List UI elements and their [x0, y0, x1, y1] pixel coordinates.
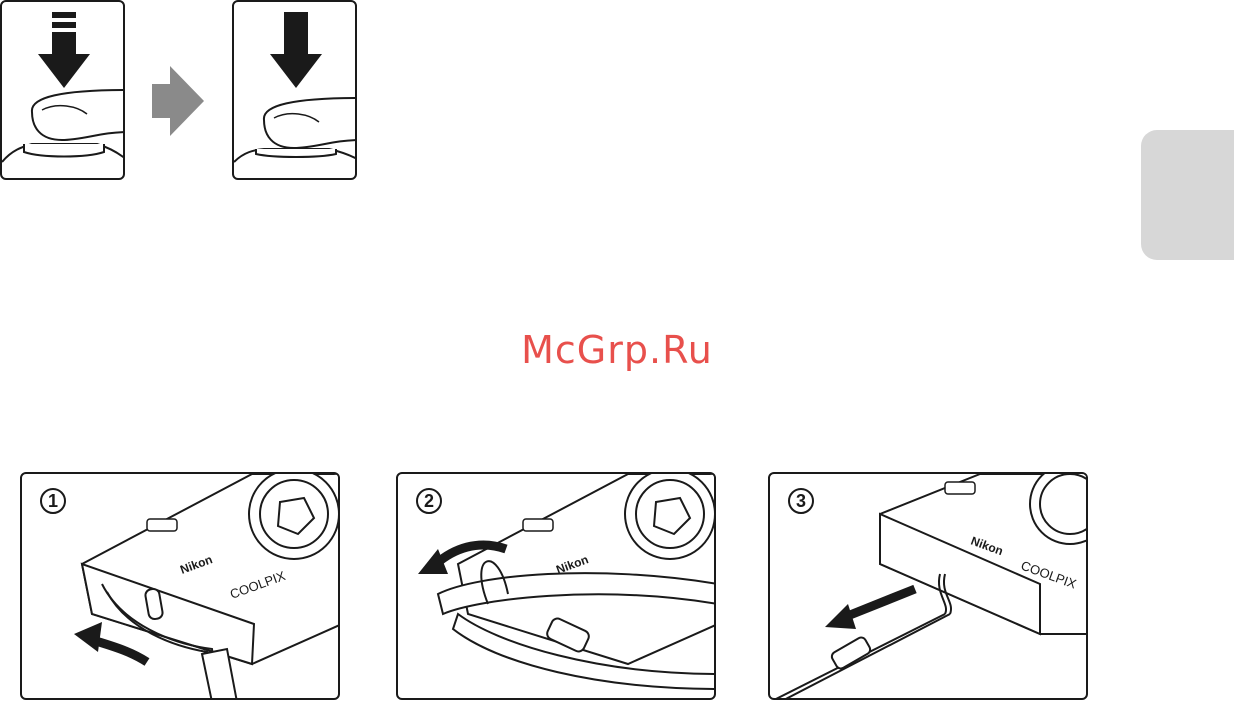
- step-number: 2: [416, 488, 442, 514]
- watermark: McGrp.Ru: [0, 328, 1234, 372]
- camera-strap-thread-icon: Nikon COOLPIX: [22, 474, 340, 700]
- section-tab: [1141, 130, 1234, 260]
- camera-strap-loop-icon: Nikon: [398, 474, 716, 700]
- step-number: 1: [40, 488, 66, 514]
- finger-press-full-icon: [234, 2, 357, 180]
- step-number: 3: [788, 488, 814, 514]
- strap-step-2-panel: 2 Nikon: [396, 472, 716, 700]
- strap-step-1-panel: 1 Nikon COOLPIX: [20, 472, 340, 700]
- right-arrow-icon: [152, 66, 204, 141]
- finger-press-half-icon: [2, 2, 125, 180]
- strap-step-3-panel: 3 Nikon COOLPIX: [768, 472, 1088, 700]
- camera-strap-tighten-icon: Nikon COOLPIX: [770, 474, 1088, 700]
- shutter-full-press-panel: [232, 0, 357, 180]
- shutter-half-press-panel: [0, 0, 125, 180]
